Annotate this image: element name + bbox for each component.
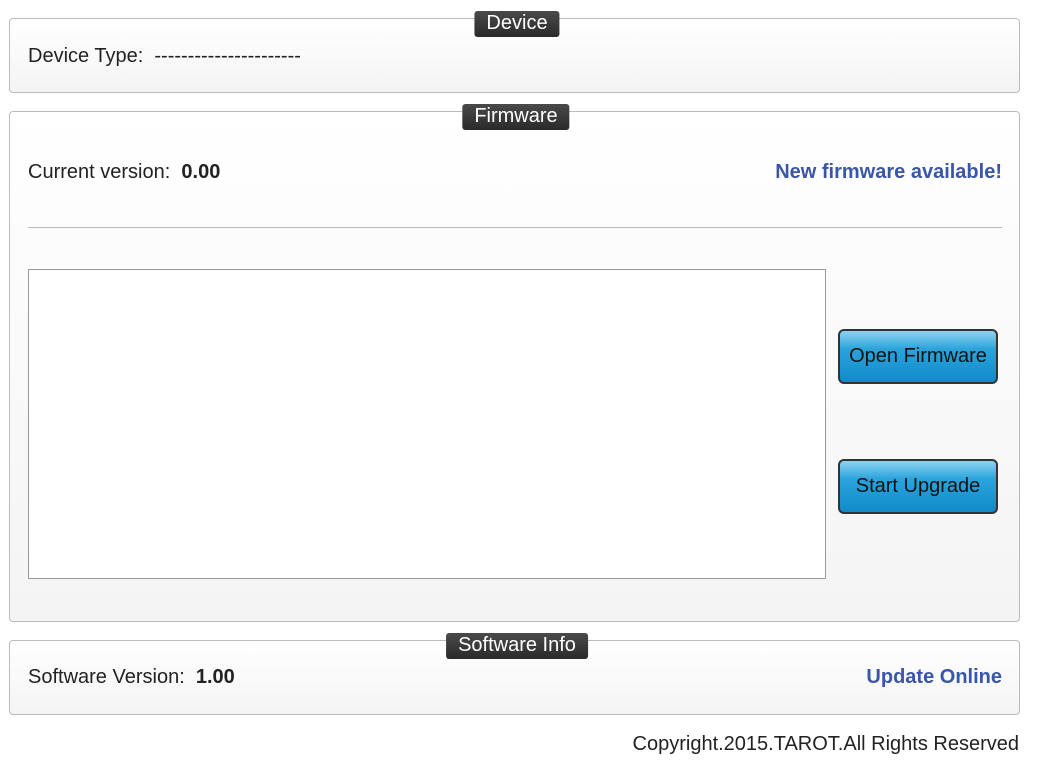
device-type-label: Device Type: bbox=[28, 45, 144, 67]
device-type: Device Type: ---------------------- bbox=[28, 45, 301, 68]
copyright: Copyright.2015.TAROT.All Rights Reserved bbox=[632, 733, 1019, 755]
current-version-value: 0.00 bbox=[181, 161, 221, 183]
software-version-value: 1.00 bbox=[195, 666, 235, 688]
firmware-panel: Firmware Current version: 0.00 New firmw… bbox=[9, 104, 1020, 622]
start-upgrade-button[interactable]: Start Upgrade bbox=[838, 459, 998, 514]
device-type-value: ---------------------- bbox=[154, 45, 301, 67]
device-panel: Device Device Type: --------------------… bbox=[9, 11, 1020, 93]
current-version-label: Current version: bbox=[28, 161, 171, 183]
software-legend: Software Info bbox=[446, 633, 588, 659]
firmware-legend: Firmware bbox=[462, 104, 570, 130]
software-panel: Software Info Software Version: 1.00 Upd… bbox=[9, 633, 1020, 715]
new-firmware-link[interactable]: New firmware available! bbox=[775, 161, 1002, 183]
divider bbox=[28, 227, 1002, 228]
current-version: Current version: 0.00 bbox=[28, 161, 220, 184]
update-online-link[interactable]: Update Online bbox=[866, 666, 1002, 688]
device-legend: Device bbox=[474, 11, 560, 37]
firmware-log-area[interactable] bbox=[28, 269, 826, 579]
open-firmware-button[interactable]: Open Firmware bbox=[838, 329, 998, 384]
software-version-label: Software Version: bbox=[28, 666, 185, 688]
software-version: Software Version: 1.00 bbox=[28, 666, 235, 689]
